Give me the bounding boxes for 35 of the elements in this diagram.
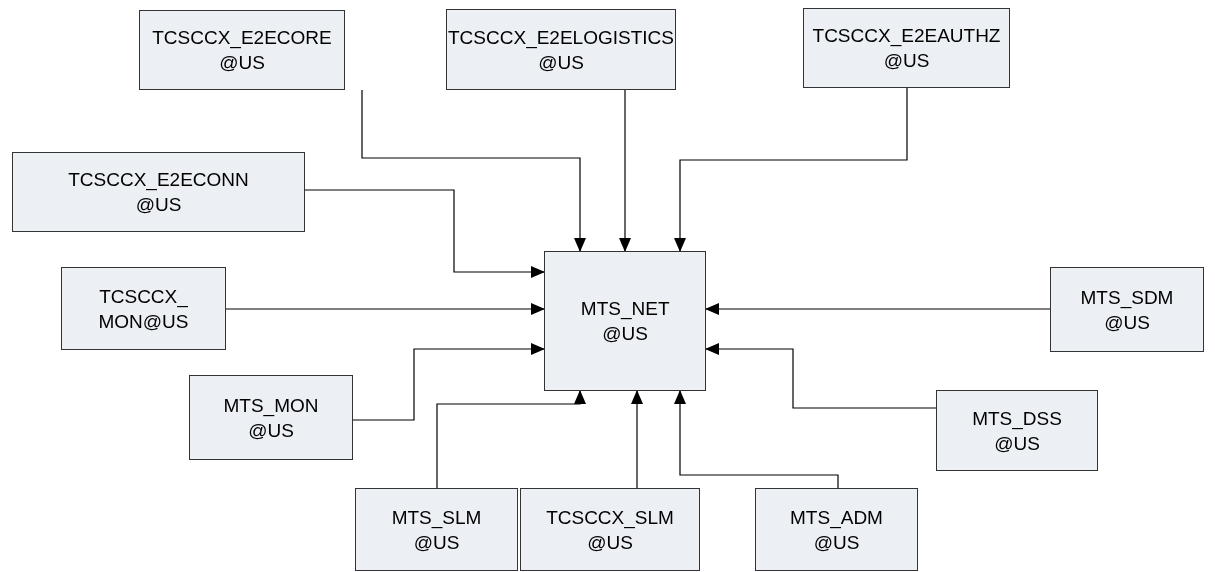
process-box [1050, 267, 1204, 352]
node-label: MTS_DSS @US [972, 406, 1062, 456]
process-box [520, 488, 700, 571]
process-box [803, 8, 1010, 88]
node-label: TCSCCX_E2EAUTHZ @US [812, 24, 1001, 73]
node-label: MTS_NET @US [580, 297, 670, 346]
node-label: MTS_MON @US [223, 393, 319, 443]
node-label: TCSCCX_E2ELOGISTICS @US [448, 25, 674, 75]
arrow [225, 303, 545, 315]
arrow [436, 390, 586, 489]
process-box [355, 488, 518, 571]
node-label: MTS_SDM @US [1080, 285, 1174, 335]
process-box [139, 10, 345, 90]
arrow [631, 390, 643, 489]
arrow [304, 189, 545, 278]
node-label: MTS_ADM @US [790, 505, 883, 555]
process-box [61, 267, 226, 350]
arrow [674, 87, 908, 252]
node-label: TCSCCX_E2ECONN @US [68, 168, 249, 217]
arrow [705, 303, 1051, 315]
arrow [674, 390, 839, 489]
process-box [189, 375, 353, 460]
process-box [446, 9, 676, 90]
node-label: TCSCCX_SLM @US [546, 505, 674, 555]
arrow [705, 343, 937, 409]
process-box [12, 152, 305, 232]
process-box [755, 488, 918, 571]
arrow [352, 343, 545, 421]
process-box [544, 251, 706, 391]
node-label: TCSCCX_E2ECORE @US [152, 26, 332, 75]
arrow [361, 89, 586, 252]
process-box [936, 390, 1098, 471]
node-label: TCSCCX_ MON@US [98, 284, 189, 334]
arrow [619, 89, 631, 252]
node-label: MTS_SLM @US [391, 505, 482, 555]
